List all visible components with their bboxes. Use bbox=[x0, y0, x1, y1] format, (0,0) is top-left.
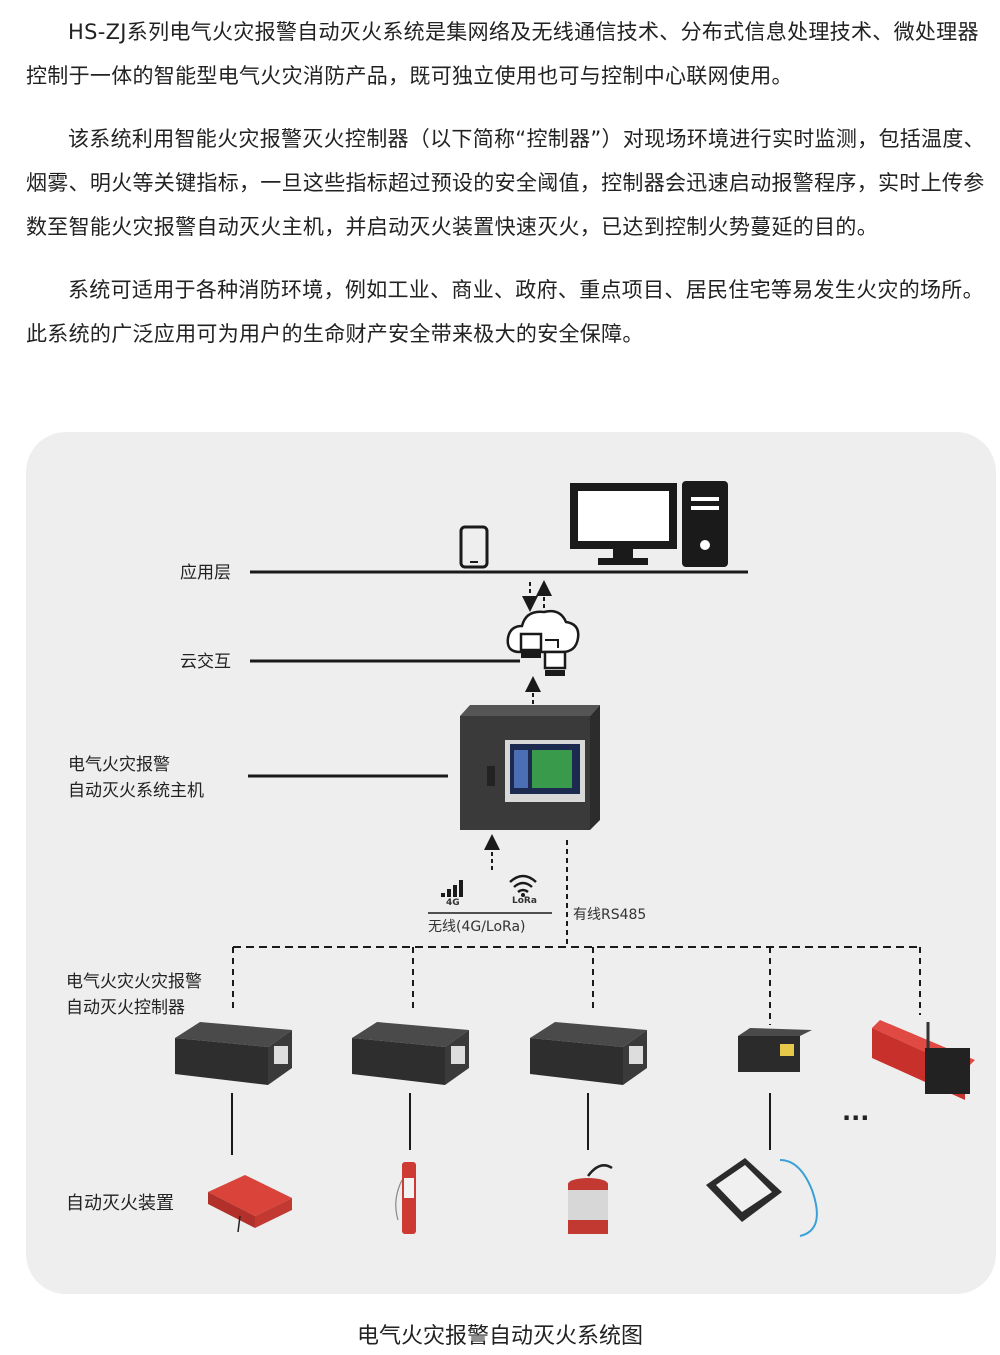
controller-box-1 bbox=[175, 1022, 292, 1085]
wired-label: 有线RS485 bbox=[573, 907, 647, 923]
cloud-icon bbox=[506, 609, 580, 676]
cloud-layer-label: 云交互 bbox=[180, 652, 231, 672]
controller-box-3 bbox=[530, 1022, 647, 1085]
signal-lora-label: LoRa bbox=[512, 896, 537, 906]
intro-paragraph-3: 系统可适用于各种消防环境，例如工业、商业、政府、重点项目、居民住宅等易发生火灾的… bbox=[26, 278, 984, 346]
intro-paragraph-2: 该系统利用智能火灾报警灭火控制器（以下简称“控制器”）对现场环境进行实时监测，包… bbox=[26, 127, 985, 239]
controller-box-2 bbox=[352, 1022, 469, 1085]
application-layer-label: 应用层 bbox=[180, 563, 231, 583]
controller-red-5 bbox=[872, 1020, 975, 1100]
controller-label-line1: 电气火灾火灾报警 bbox=[66, 972, 202, 992]
intro-paragraph-1: HS-ZJ系列电气火灾报警自动灭火系统是集网络及无线通信技术、分布式信息处理技术… bbox=[26, 20, 979, 88]
detector-panel-device bbox=[706, 1158, 818, 1237]
more-devices-ellipsis: ... bbox=[842, 1098, 870, 1126]
device-layer-label: 自动灭火装置 bbox=[66, 1193, 174, 1214]
tube-extinguisher-device bbox=[395, 1162, 416, 1234]
host-label-line2: 自动灭火系统主机 bbox=[68, 781, 204, 801]
signal-4g-label: 4G bbox=[446, 898, 460, 908]
lora-wifi-icon bbox=[509, 874, 537, 894]
wireless-label: 无线(4G/LoRa) bbox=[428, 919, 526, 935]
diagram-panel bbox=[26, 432, 996, 1294]
cylinder-extinguisher-device bbox=[568, 1164, 613, 1234]
desktop-computer-icon bbox=[570, 481, 728, 567]
host-label-line1: 电气火灾报警 bbox=[68, 755, 170, 775]
phone-icon bbox=[459, 525, 489, 569]
aerosol-box-device bbox=[208, 1175, 292, 1233]
controller-label-line2: 自动灭火控制器 bbox=[66, 998, 185, 1018]
diagram-caption: 电气火灾报警自动灭火系统图 bbox=[356, 1324, 643, 1349]
signal-4g-icon bbox=[441, 880, 463, 897]
host-cabinet-icon bbox=[460, 705, 600, 830]
controller-small-4 bbox=[738, 1028, 812, 1072]
